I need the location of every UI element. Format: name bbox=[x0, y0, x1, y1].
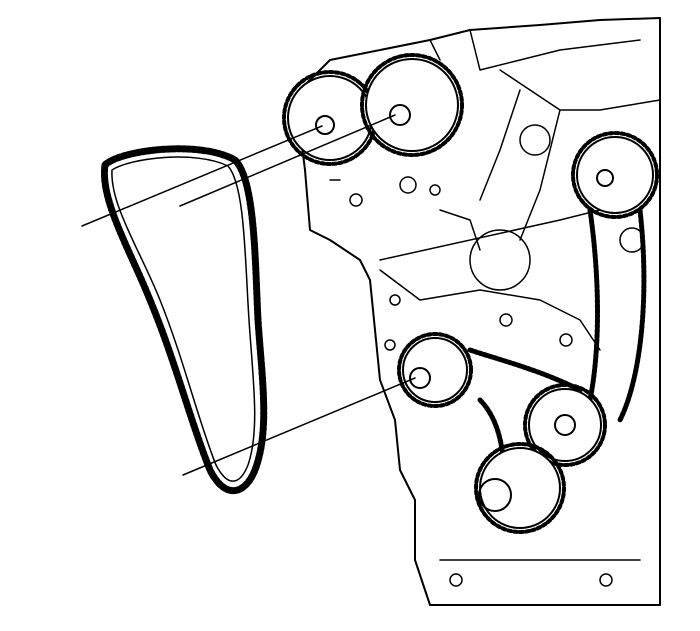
exhaust-camshaft-sprocket-left bbox=[360, 53, 464, 157]
crankshaft-sprocket bbox=[474, 442, 566, 534]
installed-chain-segment bbox=[467, 207, 647, 523]
intermediate-sprocket bbox=[397, 332, 473, 408]
leader-line-intermediate bbox=[182, 377, 416, 476]
leader-line-exhaust-cam bbox=[179, 114, 396, 207]
timing-chain bbox=[100, 145, 268, 495]
leader-line-intake-cam bbox=[81, 125, 323, 227]
timing-chain-inner bbox=[111, 156, 256, 482]
cam-cover-detail bbox=[379, 29, 661, 261]
camshaft-sprocket-right bbox=[571, 131, 659, 219]
idler-sprocket bbox=[523, 383, 607, 467]
intake-camshaft-sprocket-left bbox=[282, 70, 378, 166]
